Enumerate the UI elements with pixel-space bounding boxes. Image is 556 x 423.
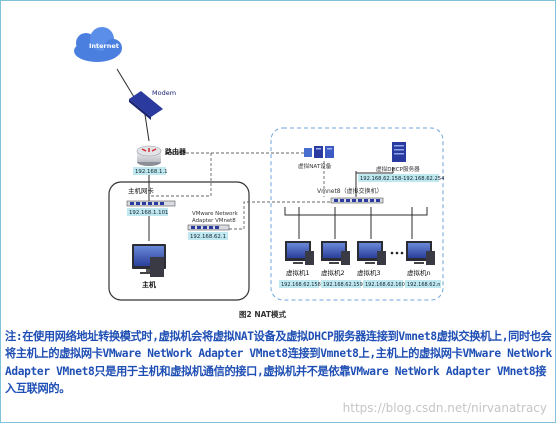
virtual-region [270,127,444,301]
caption-text: 注:在使用网络地址转换模式时,虚拟机会将虚拟NAT设备及虚拟DHCP服务器连接到… [5,330,552,395]
dhcp-label: 虚拟DHCP服务器 [376,165,420,173]
vmnet8-adapter-switch [187,224,230,231]
host-nic-ports [130,202,164,205]
connection-lines [116,68,428,241]
vm-3-ip: 192.168.62.160 [365,282,405,288]
host-region [108,181,250,301]
router-label: 路由器 [165,147,187,156]
router-ip-box [133,167,166,175]
vm-n-name: 虚拟机n [407,268,431,277]
vm-2-name: 虚拟机2 [321,268,345,277]
vmnet8-adapter-line1: VMware Network [192,211,239,217]
vm-n-ip-box [405,280,441,288]
vmnet8-adapter-line2: Adapter VMnet8 [192,218,236,224]
host-nic-ip: 192.168.1.101 [129,210,168,216]
dhcp-range-box [358,174,439,182]
vm-1-ip: 192.168.62.158 [281,282,321,288]
host-label: 主机 [142,280,156,289]
vswitch-ports [334,199,380,202]
vm-1-ip-box [279,280,319,288]
vm-n-ip: 192.168.62.n [407,282,440,288]
modem-icon: Modem [129,89,176,120]
cloud-icon: Internet [74,27,122,62]
vswitch-label: Vmnet8（虚拟交换机） [317,187,383,195]
vm-2-ip-box [321,280,361,288]
figure-title: 图2 NAT模式 [239,309,286,319]
vmnet8-adapter-ports [191,226,219,229]
vm-n [406,241,435,265]
dhcp-server-icon [392,142,406,162]
vm-1-name: 虚拟机1 [286,268,310,277]
virtual-links [149,152,331,230]
vm-2 [321,241,350,265]
vmnet8-adapter-ip-box [188,232,228,240]
nat-device-icon [304,146,334,158]
computer-icon [132,244,166,277]
vmnet8-adapter-ip: 192.168.62.1 [190,234,226,240]
nat-device-label: 虚拟NAT设备 [298,162,332,170]
internet-label: Internet [89,42,119,50]
vm-3-ip-box [363,280,403,288]
dhcp-range: 192.168.62.158-192.168.62.254 [360,176,445,182]
vm-3-name: 虚拟机3 [357,268,381,277]
host-nic-label: 主机网卡 [128,186,155,195]
host-nic-ip-box [127,208,168,216]
watermark: https://blog.csdn.net/nirvanatracy [342,401,547,415]
router-icon [136,145,162,166]
router-ip: 192.168.1.1 [135,169,168,175]
vm-2-ip: 192.168.62.159 [323,282,363,288]
vm-3 [357,241,386,265]
nat-diagram: Internet Modem 路由器 192.168.1.1 主机网卡 192.… [74,27,445,319]
modem-label: Modem [152,89,176,97]
vswitch-icon [330,197,384,204]
ellipsis-dots [390,251,404,255]
vm-1 [285,241,314,265]
